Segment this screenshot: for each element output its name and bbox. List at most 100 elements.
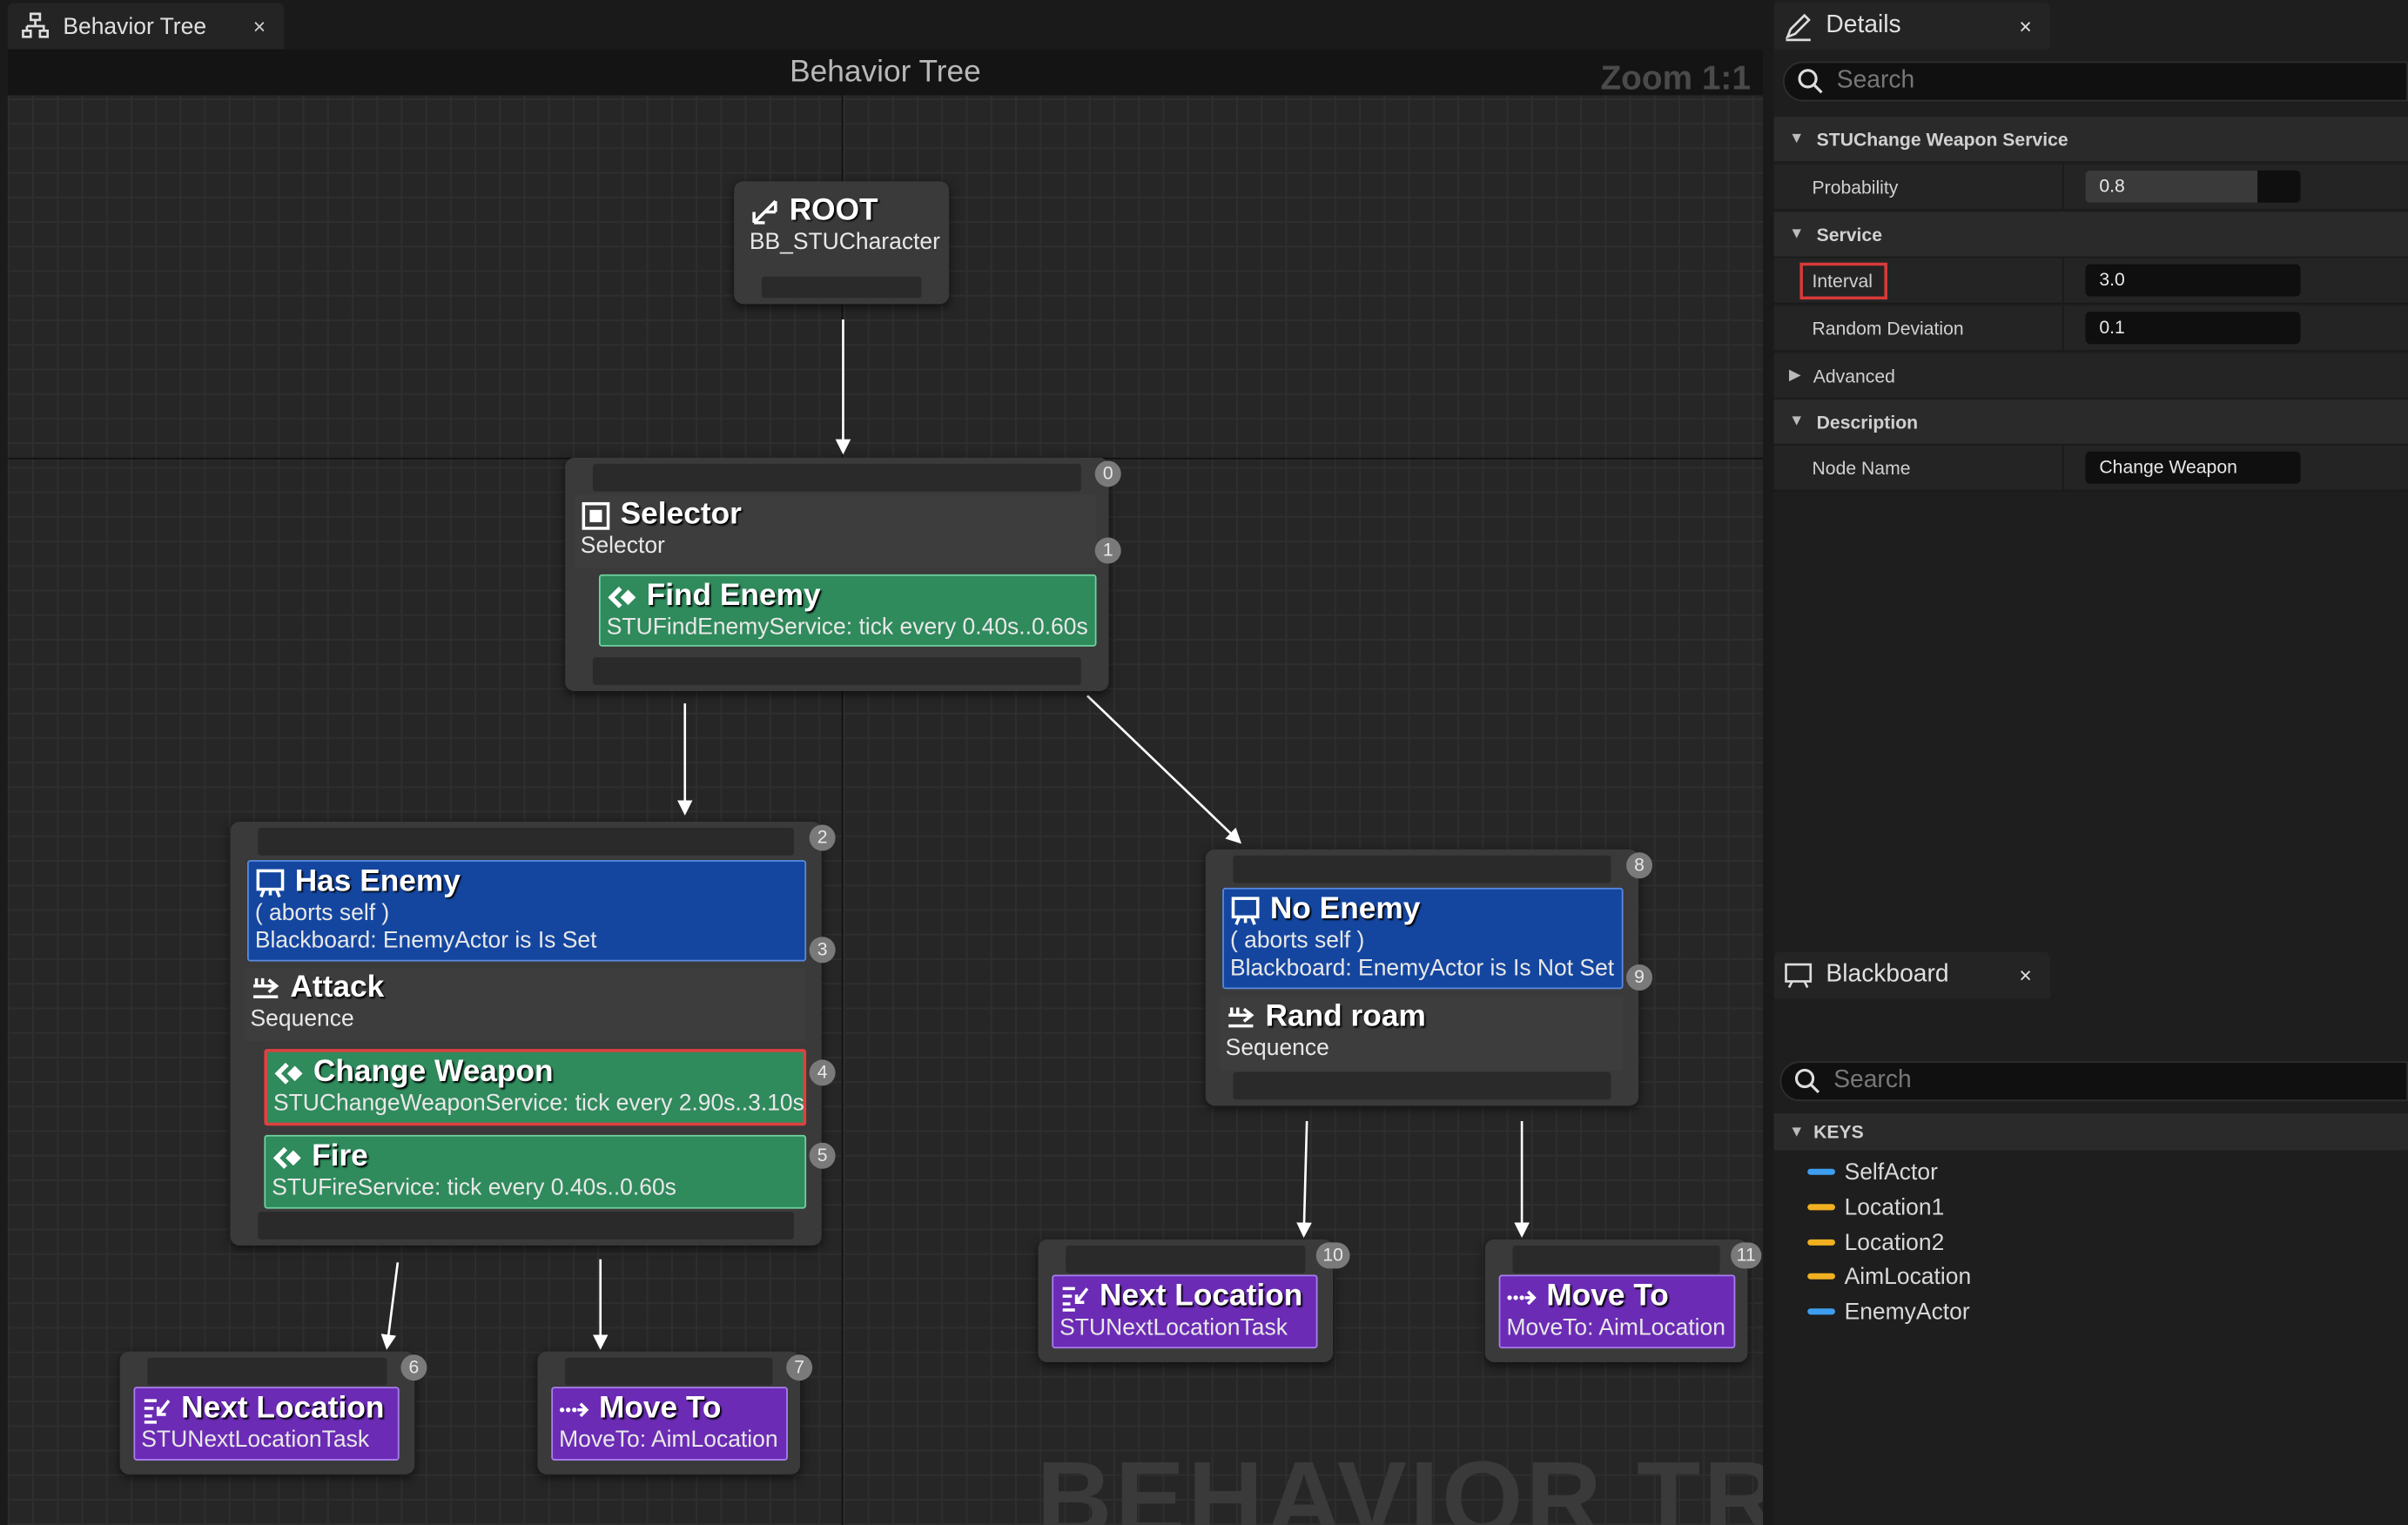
task-title: Next Location	[1100, 1279, 1303, 1313]
random-deviation-field[interactable]: 0.1	[2085, 312, 2301, 345]
blackboard-key[interactable]: Location1	[1807, 1190, 1944, 1224]
task-title: Move To	[598, 1391, 722, 1426]
blackboard-key[interactable]: EnemyActor	[1807, 1294, 1970, 1328]
tab-behavior-tree[interactable]: Behavior Tree ×	[7, 3, 285, 50]
selector-title: Selector	[620, 497, 742, 532]
chevron-right-icon: ▶	[1789, 366, 1801, 385]
rand-roam-title: Rand roam	[1265, 999, 1426, 1034]
grid-axis-vertical	[841, 49, 844, 1525]
root-icon	[752, 199, 777, 224]
task-input-pin[interactable]	[1512, 1245, 1720, 1273]
zoom-label: Zoom 1:1	[1600, 58, 1751, 97]
section-service[interactable]: ▼ Service	[1773, 212, 2408, 259]
tab-blackboard[interactable]: Blackboard ×	[1773, 951, 2050, 998]
blackboard-tab-label: Blackboard	[1826, 961, 1949, 988]
has-enemy-condition: Blackboard: EnemyActor is Is Set	[254, 927, 597, 954]
find-enemy-service[interactable]: Find Enemy STUFindEnemyService: tick eve…	[598, 574, 1097, 647]
section-service-class[interactable]: ▼ STUChange Weapon Service	[1773, 117, 2408, 164]
next-location-icon	[144, 1398, 171, 1423]
row-probability: Probability 0.8	[1773, 164, 2408, 211]
graph-watermark: BEHAVIOR TREE	[1036, 1441, 1763, 1525]
probability-label: Probability	[1812, 176, 1899, 198]
root-title: ROOT	[750, 193, 934, 229]
move-to-task-11[interactable]: 11 Move To MoveTo: AimLocation	[1484, 1239, 1762, 1363]
interval-field[interactable]: 3.0	[2085, 264, 2301, 297]
change-weapon-title: Change Weapon	[313, 1055, 554, 1089]
rand-roam-input-pin[interactable]	[1233, 855, 1611, 883]
selector-block[interactable]: Selector Selector	[574, 494, 1097, 568]
chevron-down-icon: ▼	[1789, 413, 1805, 431]
blackboard-panel: Blackboard × Search ▼ KEYS SelfActor Loc…	[1773, 949, 2408, 1525]
has-enemy-decorator[interactable]: Has Enemy ( aborts self ) Blackboard: En…	[247, 860, 807, 962]
task-input-pin[interactable]	[147, 1357, 387, 1386]
blackboard-key[interactable]: AimLocation	[1807, 1260, 1971, 1293]
graph-title: Behavior Tree	[7, 49, 1764, 96]
no-enemy-condition: Blackboard: EnemyActor is Is Not Set	[1229, 955, 1615, 982]
selector-input-pin[interactable]	[592, 463, 1081, 492]
next-location-task-10[interactable]: 10 Next Location STUNextLocationTask	[1038, 1239, 1350, 1363]
key-type-indicator	[1807, 1168, 1835, 1175]
no-enemy-decorator[interactable]: No Enemy ( aborts self ) Blackboard: Ene…	[1222, 887, 1624, 990]
attack-output-pin[interactable]	[258, 1212, 794, 1239]
execution-index-badge: 9	[1626, 964, 1653, 991]
close-blackboard-button[interactable]: ×	[2019, 963, 2032, 988]
execution-index-badge: 7	[786, 1354, 813, 1381]
tab-details[interactable]: Details ×	[1773, 3, 2050, 50]
blackboard-key[interactable]: SelfActor	[1807, 1155, 1938, 1189]
selector-subtitle: Selector	[580, 533, 665, 560]
execution-index-badge: 6	[400, 1354, 427, 1381]
execution-index-badge: 1	[1094, 537, 1121, 564]
change-weapon-service[interactable]: Change Weapon STUChangeWeaponService: ti…	[264, 1049, 807, 1126]
close-details-button[interactable]: ×	[2019, 13, 2032, 39]
interval-highlight-box	[1799, 262, 1887, 300]
section-advanced[interactable]: ▶ Advanced	[1773, 353, 2408, 400]
move-to-icon	[559, 1401, 589, 1417]
selector-output-pin[interactable]	[592, 657, 1081, 685]
execution-index-badge: 4	[809, 1059, 836, 1086]
search-icon	[1798, 69, 1823, 94]
next-location-task-6[interactable]: 6 Next Location STUNextLocationTask	[119, 1351, 427, 1475]
graph-canvas[interactable]: Behavior Tree Zoom 1:1 BEHAVIOR TREE ROO…	[7, 49, 1764, 1525]
rand-roam-subtitle: Sequence	[1225, 1035, 1329, 1062]
decorator-icon	[1231, 896, 1260, 924]
behavior-tree-icon	[22, 12, 50, 38]
row-interval: Interval 3.0	[1773, 258, 2408, 305]
search-placeholder: Search	[1836, 67, 1915, 94]
task-input-pin[interactable]	[565, 1357, 773, 1386]
details-panel: Details × Search ▼ STUChange Weapon Serv…	[1773, 0, 2408, 950]
rand-roam-sequence[interactable]: Rand roam Sequence	[1219, 997, 1624, 1071]
task-input-pin[interactable]	[1066, 1245, 1306, 1273]
chevron-down-icon: ▼	[1789, 1123, 1805, 1141]
root-output-pin[interactable]	[761, 276, 922, 299]
root-node[interactable]: ROOT BB_STUCharacter	[734, 181, 950, 305]
node-name-field[interactable]: Change Weapon	[2085, 451, 2301, 484]
probability-slider[interactable]: 0.8	[2085, 170, 2301, 203]
blackboard-key[interactable]: Location2	[1807, 1226, 1944, 1260]
task-subtitle: STUNextLocationTask	[141, 1427, 370, 1454]
execution-index-badge: 0	[1094, 460, 1121, 487]
close-tab-button[interactable]: ×	[252, 13, 266, 39]
execution-index-badge: 11	[1731, 1242, 1762, 1269]
keys-section-header[interactable]: ▼ KEYS	[1773, 1113, 2408, 1151]
edge-randroam-task10	[1296, 1120, 1312, 1239]
attack-sequence[interactable]: Attack Sequence	[244, 967, 807, 1042]
key-type-indicator	[1807, 1204, 1835, 1211]
details-search-input[interactable]: Search	[1783, 61, 2408, 102]
key-type-indicator	[1807, 1239, 1835, 1246]
attack-subtitle: Sequence	[250, 1005, 354, 1032]
attack-node[interactable]: 2 Has Enemy ( aborts self ) Blackboard: …	[230, 821, 836, 1246]
move-to-task-7[interactable]: 7 Move To MoveTo: AimLocation	[537, 1351, 813, 1475]
task-subtitle: MoveTo: AimLocation	[559, 1427, 778, 1454]
rand-roam-output-pin[interactable]	[1233, 1072, 1611, 1100]
random-deviation-label: Random Deviation	[1812, 318, 1964, 339]
rand-roam-node[interactable]: 8 No Enemy ( aborts self ) Blackboard: E…	[1205, 849, 1653, 1106]
selector-node[interactable]: 0 Selector Selector 1 Find Enemy STUFind…	[565, 457, 1121, 691]
move-to-icon	[1507, 1289, 1537, 1305]
fire-service[interactable]: Fire STUFireService: tick every 0.40s..0…	[264, 1134, 807, 1209]
section-description[interactable]: ▼ Description	[1773, 399, 2408, 446]
attack-input-pin[interactable]	[258, 828, 794, 856]
chevron-down-icon: ▼	[1789, 130, 1805, 148]
blackboard-search-input[interactable]: Search	[1779, 1061, 2408, 1102]
sequence-icon	[1228, 1006, 1254, 1027]
